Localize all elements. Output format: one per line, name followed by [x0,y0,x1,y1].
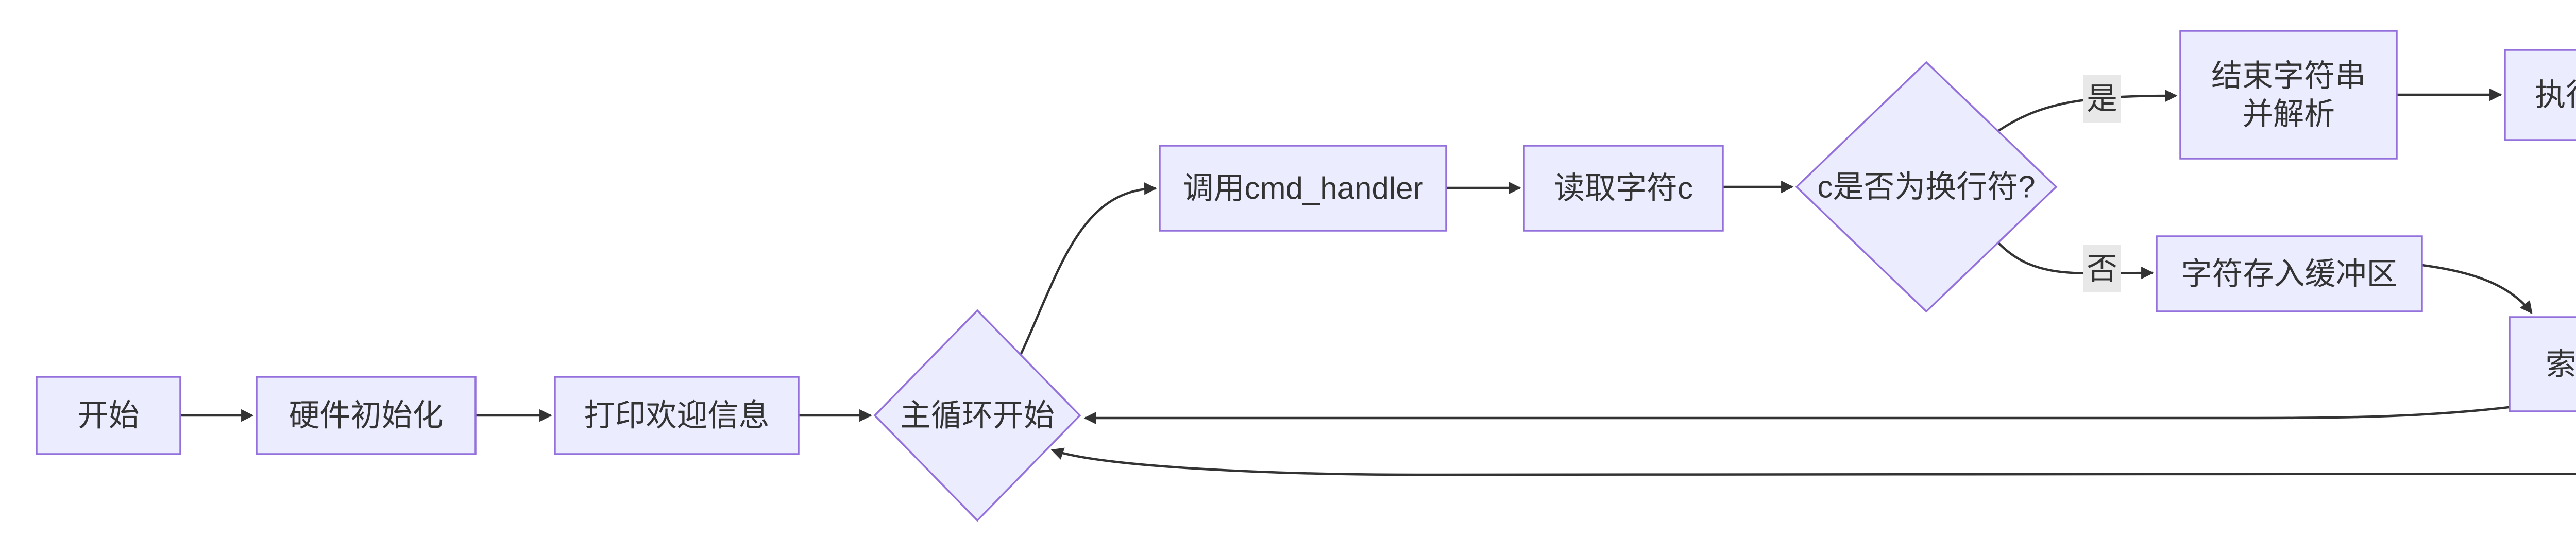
node-main-loop: 主循环开始 [873,309,1081,522]
node-label: 索引+1 [2546,347,2576,381]
node-label: 硬件初始化 [289,398,444,433]
edge-main-loop->call-cmd-handler [1019,182,1157,355]
process-shape [2179,30,2398,160]
process-shape [2156,235,2423,312]
edge-show-prompt->main-loop [1050,447,2576,476]
edge-newline-check->end-parse [1997,89,2178,132]
node-end-parse: 结束字符串并解析 [2179,30,2398,160]
process-shape [1523,145,1724,232]
node-label: 开始 [78,398,140,433]
edge-label-text: 是 [2087,82,2117,116]
edge-label-text: 否 [2087,252,2117,286]
process-shape [256,376,477,455]
edge-index-inc->main-loop [1083,405,2514,425]
node-label-line: 结束字符串 [2211,58,2366,93]
node-label: 打印欢迎信息 [584,398,770,433]
node-label: 读取字符c [1554,171,1693,205]
node-store-char: 字符存入缓冲区 [2156,235,2423,312]
process-shape [554,376,800,455]
edge-store-char->index-inc [2421,264,2533,314]
node-call-cmd-handler: 调用cmd_handler [1159,145,1447,232]
edge-label-bg [2083,245,2121,292]
node-index-inc: 索引+1 [2509,316,2576,412]
node-label: 主循环开始 [900,398,1055,433]
node-label: 调用cmd_handler [1183,171,1423,205]
process-shape [36,376,181,455]
edge-labels-layer: 是否 [2083,75,2121,292]
decision-shape [1795,61,2058,313]
edge-label-bg [2083,75,2121,123]
decision-shape [873,309,1081,522]
node-label: c是否为换行符? [1817,170,2035,204]
node-print-welcome: 打印欢迎信息 [554,376,800,455]
node-label: 字符存入缓冲区 [2181,257,2398,291]
edge-label-newline-check->store-char: 否 [2083,245,2121,292]
process-shape [2504,49,2576,141]
node-label: 结束字符串并解析 [2211,58,2366,131]
node-label: 执行命令 [2535,78,2576,112]
node-newline-check: c是否为换行符? [1795,61,2058,313]
edges-layer [180,88,2576,476]
nodes-layer: 开始 硬件初始化 打印欢迎信息 主循环开始 调用cmd_handler 读取字符c c是否为… [36,30,2576,522]
edge-label-newline-check->end-parse: 是 [2083,75,2121,123]
process-shape [1159,145,1447,232]
node-start: 开始 [36,376,181,455]
node-exec-cmd: 执行命令 [2504,49,2576,141]
edge-newline-check->store-char [1997,242,2154,280]
node-hw-init: 硬件初始化 [256,376,477,455]
node-label-line: 并解析 [2242,97,2335,131]
process-shape [2509,316,2576,412]
node-read-char: 读取字符c [1523,145,1724,232]
